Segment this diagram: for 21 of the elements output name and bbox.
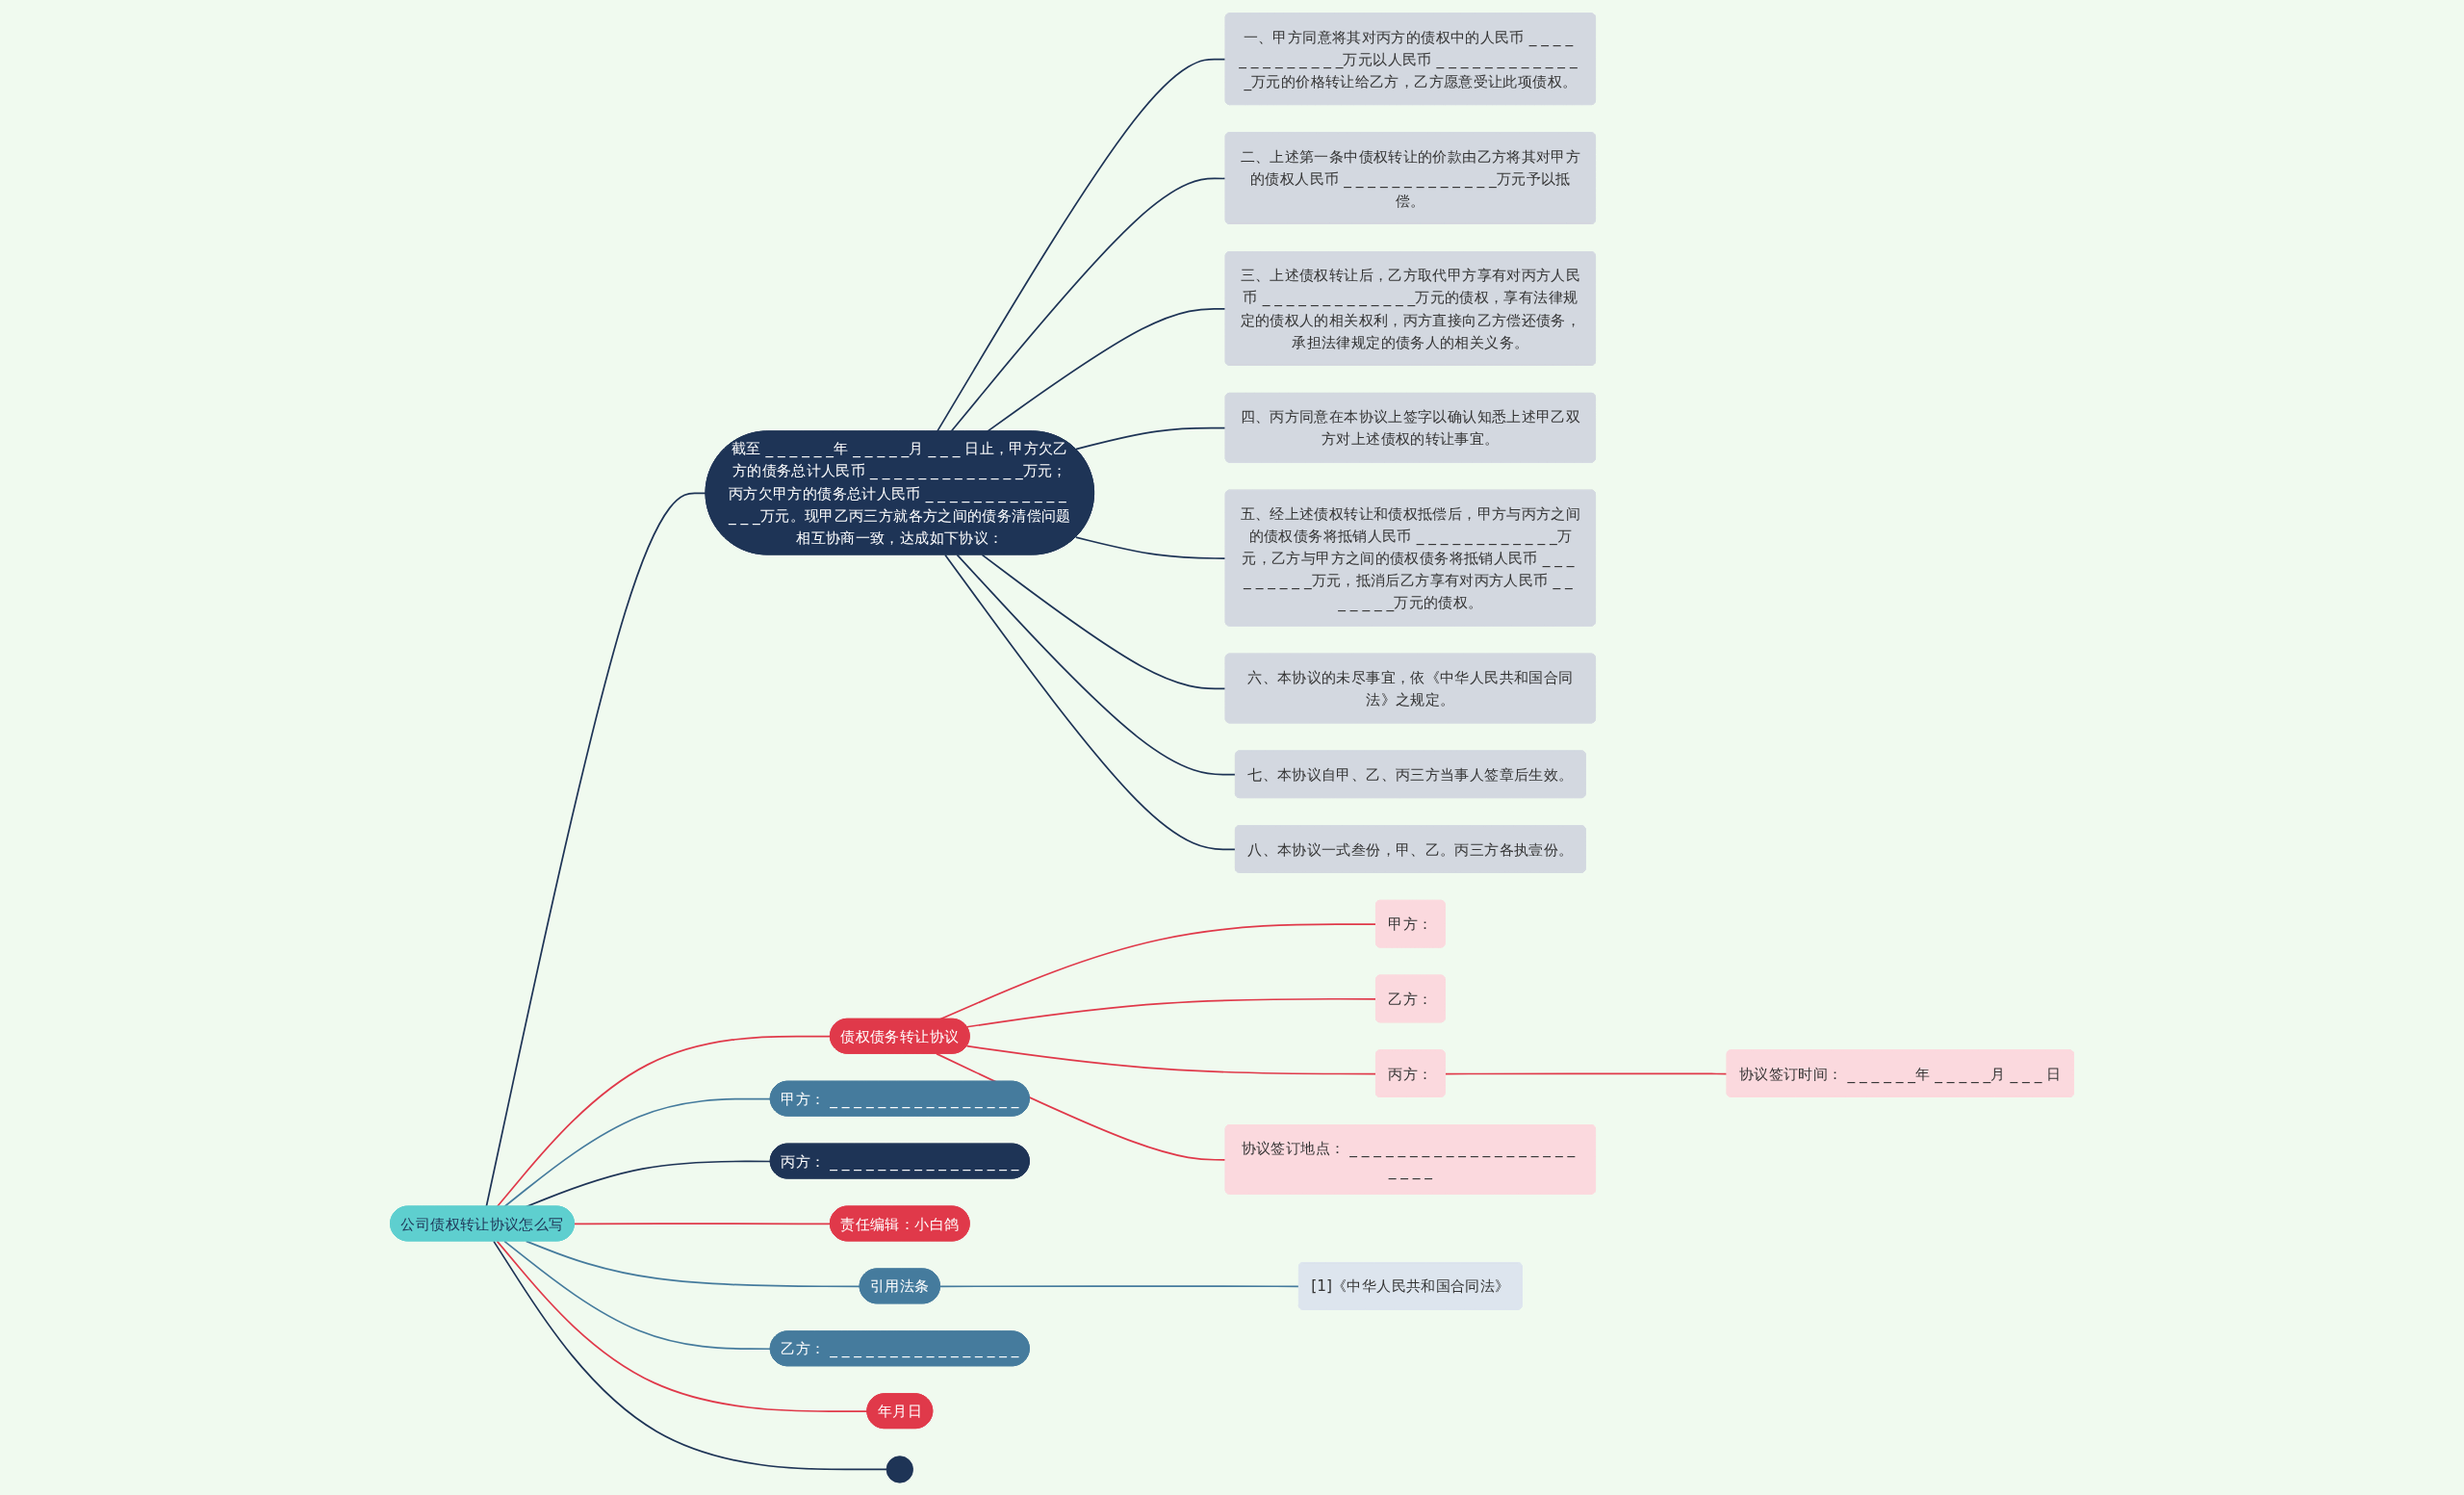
connector [1074, 535, 1227, 559]
connector [936, 58, 1227, 432]
connector [1444, 1071, 1729, 1074]
connector [503, 1097, 772, 1207]
connector [950, 177, 1227, 432]
connector [965, 1044, 1377, 1074]
connector [944, 554, 1237, 850]
connector [493, 1240, 887, 1470]
connector [525, 1240, 861, 1287]
connector [936, 1052, 1227, 1161]
connector [496, 1035, 832, 1207]
connector [574, 1222, 832, 1224]
node-circle [886, 1455, 913, 1483]
connector [956, 554, 1237, 776]
connector [939, 1284, 1300, 1287]
connector [503, 1240, 772, 1350]
connector [485, 491, 707, 1207]
connector [981, 554, 1227, 689]
connector [986, 307, 1227, 432]
connector [965, 997, 1377, 1028]
connector [1074, 426, 1227, 450]
